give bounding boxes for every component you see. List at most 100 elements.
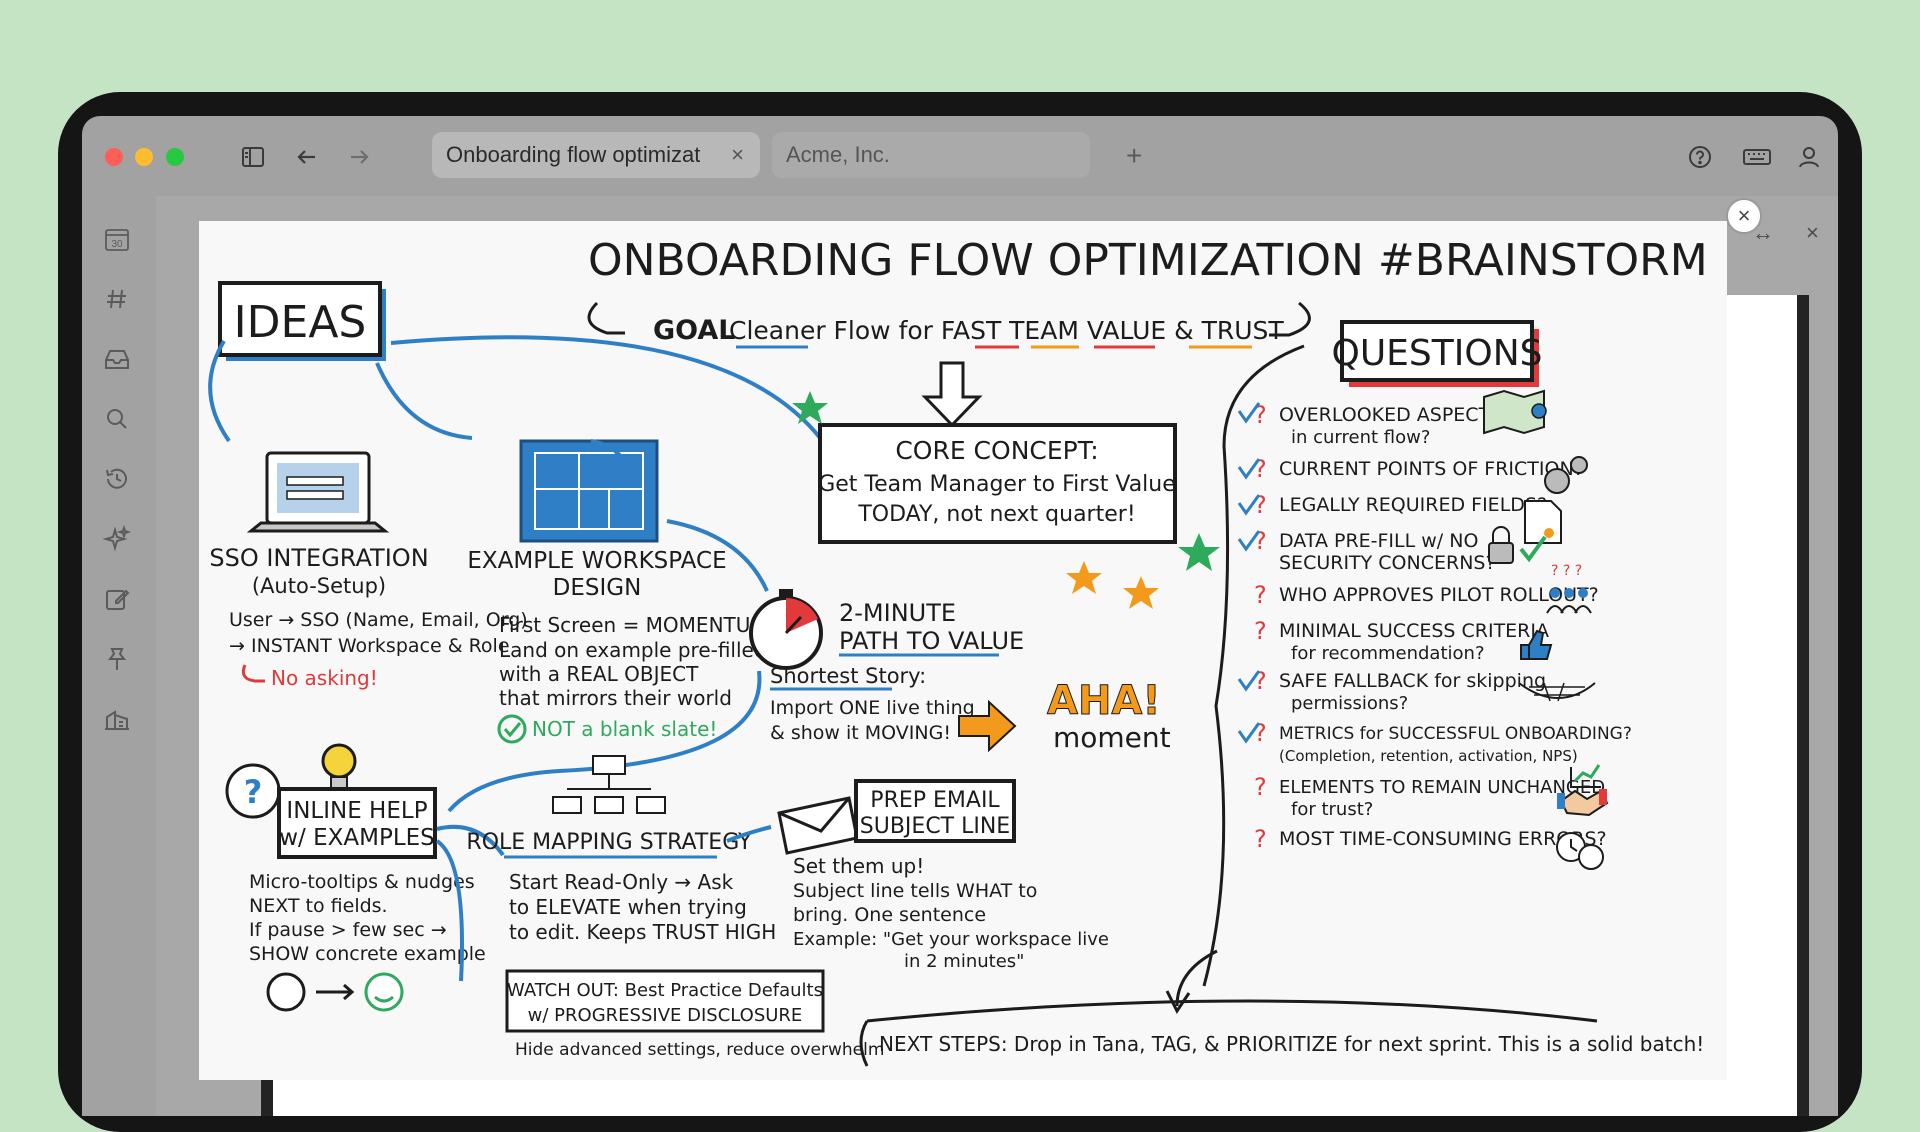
question-7-line2: permissions?	[1291, 693, 1408, 714]
safety-net-icon	[1518, 682, 1596, 702]
calendar-icon[interactable]: 30	[102, 224, 132, 254]
tab-onboarding[interactable]: Onboarding flow optimizat ×	[432, 132, 760, 178]
search-icon[interactable]	[102, 404, 132, 434]
building-icon[interactable]	[102, 704, 132, 734]
zoom-window-button[interactable]	[166, 148, 184, 166]
goal-label: GOAL	[653, 315, 736, 346]
inline-help-line1: Micro-tooltips & nudges	[249, 871, 475, 893]
question-3-line1: LEGALLY REQUIRED FIELDS?	[1279, 494, 1547, 516]
minimize-window-button[interactable]	[135, 148, 153, 166]
forward-arrow-icon[interactable]	[346, 144, 372, 170]
svg-text:?: ?	[1254, 825, 1267, 853]
sso-subtitle: (Auto-Setup)	[252, 574, 386, 598]
question-9-line1: ELEMENTS TO REMAIN UNCHANGED	[1279, 777, 1605, 798]
inline-help-title1: INLINE HELP	[286, 798, 427, 824]
svg-text:?: ?	[1254, 667, 1267, 695]
titlebar: Onboarding flow optimizat × Acme, Inc. +	[82, 116, 1838, 196]
tab-acme[interactable]: Acme, Inc.	[772, 132, 1090, 178]
next-steps: NEXT STEPS: Drop in Tana, TAG, & PRIORIT…	[879, 1032, 1704, 1056]
question-8-line1: METRICS for SUCCESSFUL ONBOARDING?	[1279, 724, 1632, 744]
new-tab-icon[interactable]: +	[1126, 140, 1143, 171]
two-minute-title2: PATH TO VALUE	[839, 627, 1024, 655]
question-6-line1: MINIMAL SUCCESS CRITERIA	[1279, 620, 1549, 642]
question-list: ? OVERLOOKED ASPECTS in current flow? ? …	[1254, 401, 1632, 853]
keyboard-icon[interactable]	[1742, 144, 1772, 170]
sidebar-toggle-icon[interactable]	[240, 144, 266, 170]
aha-label: AHA!	[1047, 678, 1161, 724]
people-icon: ? ? ?	[1546, 563, 1592, 614]
hash-icon[interactable]	[102, 284, 132, 314]
clock-icon	[1556, 832, 1604, 870]
role-mapping-line2: to ELEVATE when trying	[509, 895, 747, 919]
svg-text:?: ?	[1254, 455, 1267, 483]
user-icon[interactable]	[1796, 144, 1822, 170]
workspace-title2: DESIGN	[553, 575, 642, 601]
handshake-icon	[1557, 789, 1609, 817]
question-2-line1: CURRENT POINTS OF FRICTION?	[1279, 458, 1584, 480]
workspace-line1: First Screen = MOMENTUM.	[499, 613, 774, 637]
question-7-line1: SAFE FALLBACK for skipping	[1279, 670, 1546, 692]
role-mapping-title: ROLE MAPPING STRATEGY	[466, 830, 752, 855]
ideas-label: IDEAS	[234, 297, 367, 348]
prep-email-line1: Set them up!	[793, 854, 924, 878]
history-icon[interactable]	[102, 464, 132, 494]
prep-email-line5: in 2 minutes"	[904, 951, 1024, 972]
close-image-button[interactable]: ×	[1726, 198, 1762, 234]
svg-text:?: ?	[1254, 719, 1267, 747]
svg-text:30: 30	[111, 239, 123, 250]
moment-label: moment	[1053, 721, 1171, 754]
workspace-line3: with a REAL OBJECT	[499, 662, 699, 686]
lock-icon	[1488, 526, 1547, 564]
watch-out-line1: WATCH OUT: Best Practice Defaults	[507, 980, 823, 1001]
chart-icon	[1570, 764, 1601, 788]
prep-email-title1: PREP EMAIL	[870, 788, 1000, 813]
sso-line3: No asking!	[271, 666, 378, 690]
close-window-button[interactable]	[105, 148, 123, 166]
svg-text:?: ?	[1254, 527, 1267, 555]
map-icon	[1483, 389, 1547, 435]
question-4-line2: SECURITY CONCERNS?	[1279, 552, 1496, 574]
core-concept-line2: TODAY, not next quarter!	[857, 502, 1135, 527]
pin-icon[interactable]	[102, 644, 132, 674]
question-1-line1: OVERLOOKED ASPECTS	[1279, 404, 1502, 426]
tab-label: Onboarding flow optimizat	[446, 142, 701, 167]
question-6-line2: for recommendation?	[1291, 643, 1485, 664]
tab-close-icon[interactable]: ×	[731, 142, 744, 167]
prep-email-line3: bring. One sentence	[793, 904, 986, 926]
sso-line2: → INSTANT Workspace & Role	[229, 635, 510, 657]
question-5-line1: WHO APPROVES PILOT ROLLOUT?	[1279, 584, 1599, 606]
two-minute-line1: Import ONE live thing	[770, 697, 975, 719]
svg-text:?: ?	[1254, 491, 1267, 519]
role-mapping-line3: to edit. Keeps TRUST HIGH	[509, 920, 776, 944]
role-mapping-line1: Start Read-Only → Ask	[509, 870, 734, 894]
prep-email-line2: Subject line tells WHAT to	[793, 880, 1037, 902]
question-9-line2: for trust?	[1291, 799, 1373, 820]
svg-text:? ? ?: ? ? ?	[1551, 563, 1582, 579]
workspace-line2: Land on example pre-filled	[499, 638, 767, 662]
svg-text:?: ?	[1254, 617, 1267, 645]
svg-text:?: ?	[1254, 773, 1267, 801]
inline-help-title2: w/ EXAMPLES	[279, 825, 435, 851]
prep-email-line4: Example: "Get your workspace live	[793, 929, 1109, 950]
inbox-icon[interactable]	[102, 344, 132, 374]
inline-help-line2: NEXT to fields.	[249, 895, 388, 917]
gear-icon	[1544, 456, 1588, 494]
question-1-line2: in current flow?	[1291, 427, 1430, 448]
help-icon[interactable]	[1687, 144, 1713, 170]
watch-out-line2: w/ PROGRESSIVE DISCLOSURE	[528, 1005, 803, 1026]
prep-email-title2: SUBJECT LINE	[860, 814, 1010, 839]
questions-label: QUESTIONS	[1331, 333, 1542, 374]
whiteboard-image: ONBOARDING FLOW OPTIMIZATION #BRAINSTORM…	[199, 221, 1727, 1080]
document-icon	[1524, 500, 1562, 544]
inline-help-line3: If pause > few sec →	[249, 919, 447, 941]
edit-icon[interactable]	[102, 584, 132, 614]
workspace-line4: that mirrors their world	[499, 686, 732, 710]
question-4-line1: DATA PRE-FILL w/ NO	[1279, 530, 1478, 552]
back-arrow-icon[interactable]	[294, 144, 320, 170]
sparkle-icon[interactable]	[102, 524, 132, 554]
panel-close-icon[interactable]: ×	[1806, 220, 1819, 245]
core-concept-line1: Get Team Manager to First Value	[818, 472, 1176, 497]
question-10-line1: MOST TIME-CONSUMING ERRORS?	[1279, 828, 1607, 850]
board-title: ONBOARDING FLOW OPTIMIZATION #BRAINSTORM	[588, 235, 1708, 286]
core-concept-title: CORE CONCEPT:	[895, 436, 1098, 465]
